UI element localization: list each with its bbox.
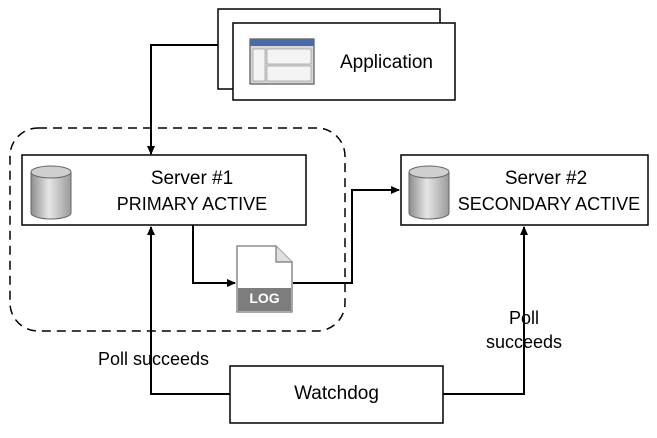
- log-to-server2-arrow: [293, 186, 400, 284]
- server-1-status: PRIMARY ACTIVE: [116, 194, 268, 214]
- application-node: [217, 8, 456, 101]
- application-label: Application: [340, 52, 433, 73]
- server1-to-log-arrow: [192, 225, 236, 287]
- database-icon: [408, 165, 450, 220]
- watchdog-node: [229, 365, 444, 424]
- server-2-title: Server #2: [504, 168, 588, 189]
- application-to-server1-arrow: [147, 44, 218, 155]
- poll-succeeds-label: Poll succeeds: [98, 349, 210, 369]
- log-file-icon: [236, 245, 293, 313]
- server-2-status: SECONDARY ACTIVE: [457, 194, 641, 214]
- poll-label: Poll: [508, 308, 539, 328]
- watchdog-label: Watchdog: [294, 383, 379, 404]
- watchdog-to-server1-arrow: [147, 226, 230, 395]
- application-window-icon: [249, 38, 315, 85]
- log-label: LOG: [249, 290, 280, 306]
- primary-group-boundary: [9, 127, 346, 332]
- succeeds-label: succeeds: [485, 332, 563, 352]
- server-1-node: [21, 154, 307, 226]
- watchdog-to-server2-arrow: [443, 226, 528, 395]
- database-icon: [30, 165, 72, 220]
- server-1-title: Server #1: [150, 168, 234, 189]
- server-2-node: [400, 154, 649, 226]
